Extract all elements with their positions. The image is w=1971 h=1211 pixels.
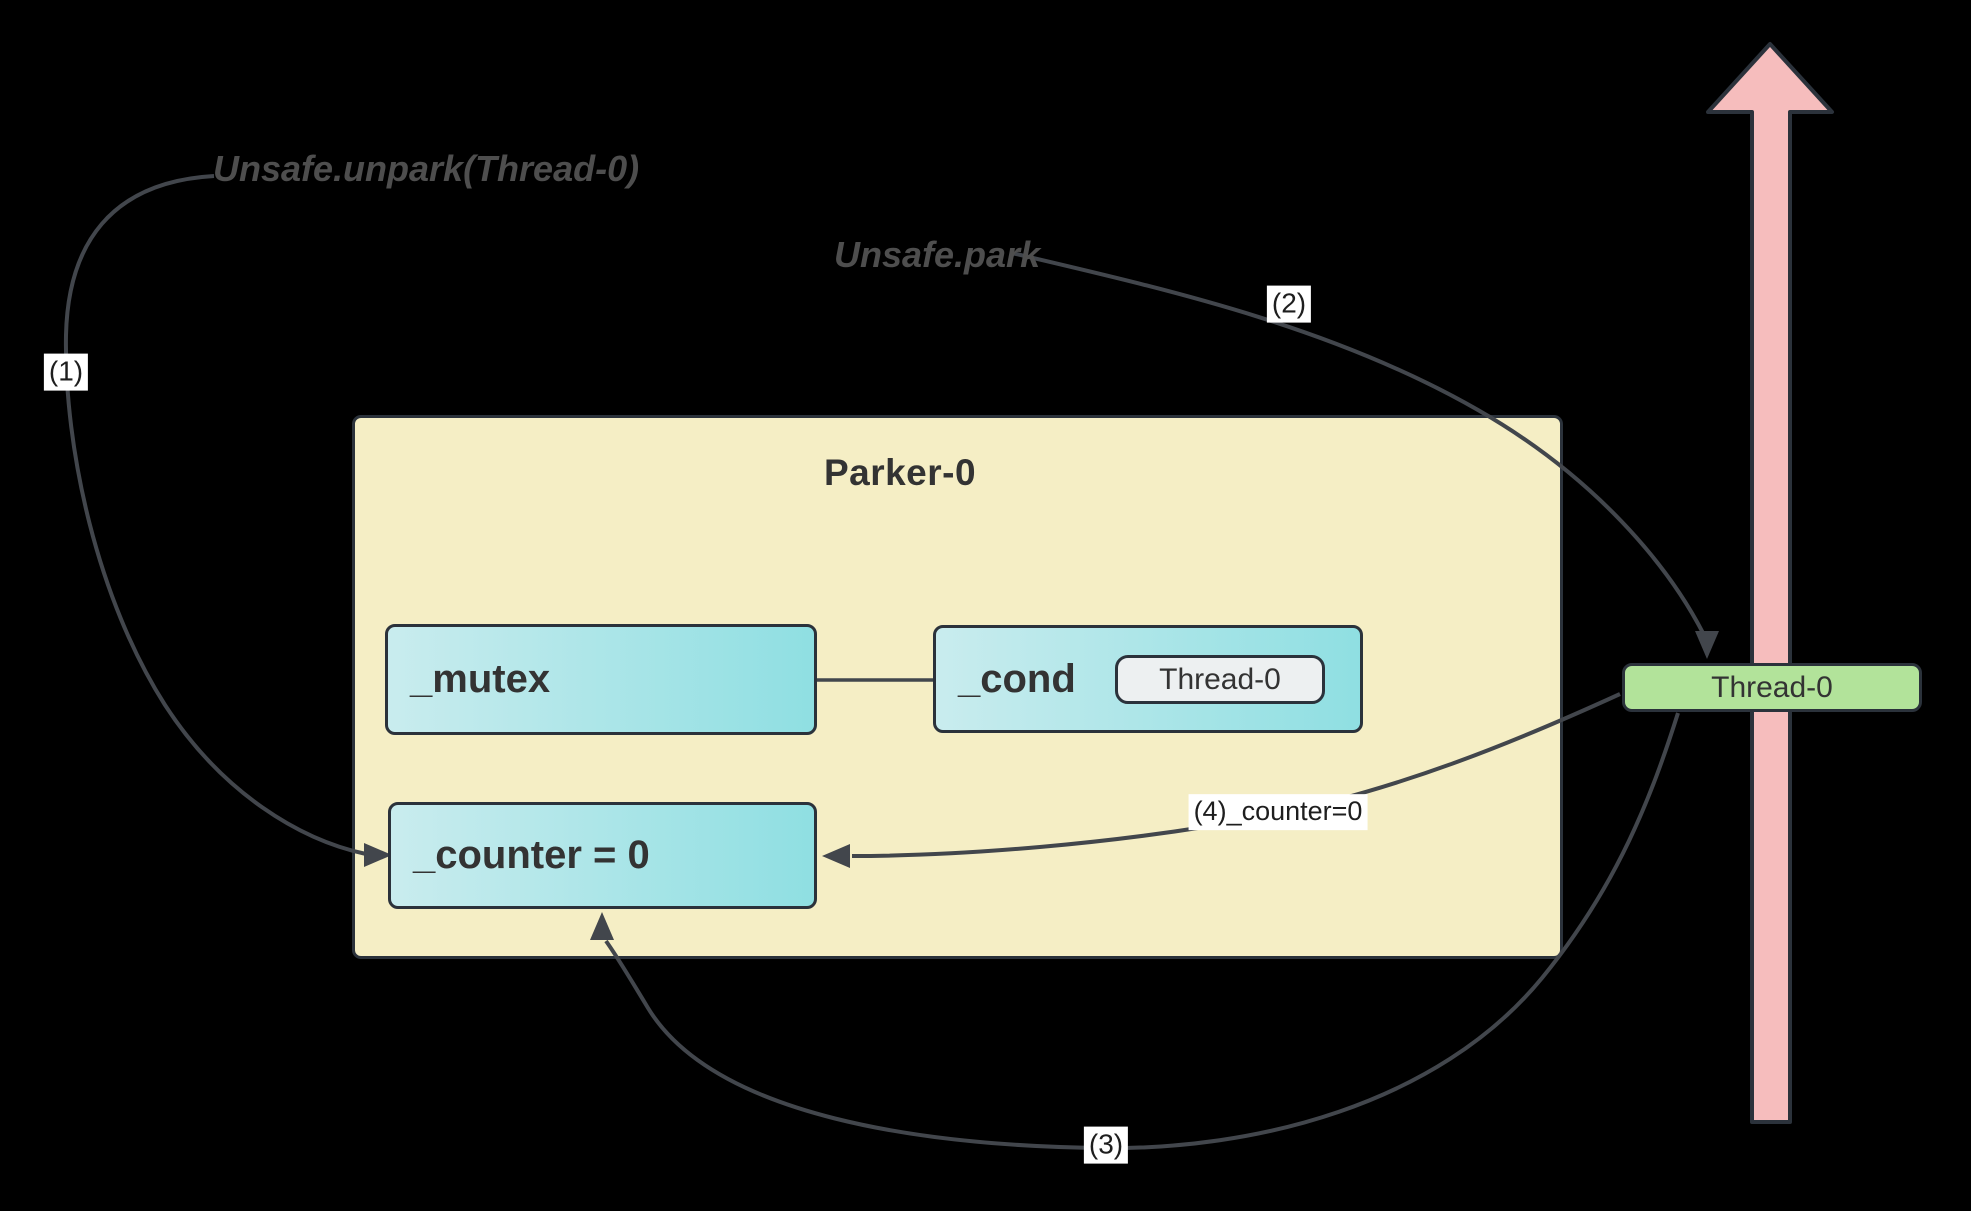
step-4-label: (4)_counter=0 — [1188, 794, 1368, 830]
step-1-label: (1) — [43, 353, 89, 391]
flow-curve-park — [1011, 251, 1705, 634]
flow-curve-unpark — [63, 174, 367, 856]
counter-node: _counter = 0 — [388, 802, 817, 909]
cond-waiter-chip: Thread-0 — [1115, 655, 1325, 704]
unpark-annotation: Unsafe.unpark(Thread-0) — [213, 148, 640, 189]
step-3-label: (3) — [1083, 1126, 1129, 1164]
mutex-node: _mutex — [385, 624, 817, 735]
cond-waiter-label: Thread-0 — [1159, 662, 1281, 696]
mutex-label: _mutex — [410, 657, 551, 701]
arrowhead-park-icon — [1695, 631, 1719, 659]
flow-curve-step3 — [604, 712, 1680, 1151]
park-annotation: Unsafe.park — [834, 234, 1041, 275]
arrowhead-unpark-icon — [364, 843, 392, 867]
thread-box: Thread-0 — [1622, 663, 1922, 712]
arrowhead-step4-icon — [822, 844, 850, 868]
arrowhead-step3-icon — [590, 912, 614, 940]
parker-title: Parker-0 — [823, 452, 977, 493]
counter-label: _counter = 0 — [413, 833, 650, 877]
thread-timeline-arrow — [1706, 42, 1834, 1124]
thread-label: Thread-0 — [1711, 670, 1833, 704]
step-2-label: (2) — [1266, 285, 1312, 323]
cond-label: _cond — [958, 656, 1076, 701]
